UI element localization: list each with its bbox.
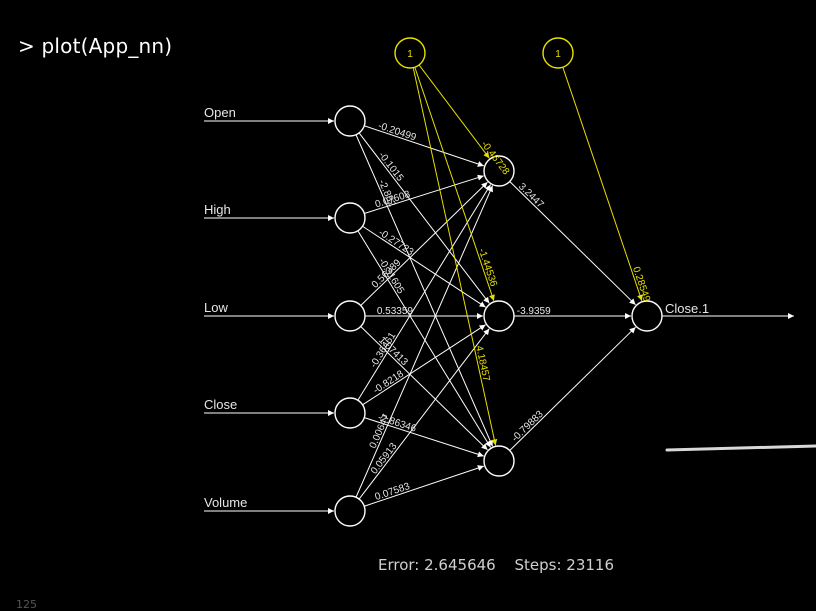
weight-edge — [357, 184, 492, 401]
bias-weight-label: 0.28549 — [630, 265, 652, 303]
output-label: Close.1 — [665, 301, 709, 316]
input-label-volume: Volume — [204, 495, 247, 510]
bias-node — [542, 37, 574, 69]
weight-label: -0.1015 — [376, 150, 406, 184]
weight-edge — [355, 185, 494, 498]
hidden-node — [483, 155, 515, 187]
weight-label: -0.20499 — [377, 121, 418, 144]
weight-edge — [357, 230, 492, 448]
input-node — [334, 397, 366, 429]
labels-layer: OpenHighLowCloseVolume-0.20499-0.1015-2.… — [204, 105, 709, 510]
weight-edge — [364, 417, 484, 458]
weight-edge — [360, 326, 488, 451]
weight-label: 0.53359 — [377, 306, 414, 317]
weight-label: 0.07583 — [374, 481, 412, 503]
bias-node-label: 1 — [555, 49, 561, 60]
input-label-open: Open — [204, 105, 236, 120]
bias-edge — [412, 67, 498, 446]
console-command-text: plot(App_nn) — [41, 34, 173, 58]
console-command: > plot(App_nn) — [18, 34, 172, 58]
weight-edge — [364, 125, 484, 167]
edges-layer — [204, 64, 794, 514]
input-node — [334, 300, 366, 332]
weight-edge — [364, 465, 484, 507]
training-summary: Error: 2.645646 Steps: 23116 — [378, 556, 628, 574]
hidden-node — [483, 445, 515, 477]
weight-edge — [362, 225, 486, 308]
hidden-node — [483, 300, 515, 332]
weight-edge — [509, 326, 636, 451]
weight-edge — [358, 132, 490, 304]
input-node — [334, 105, 366, 137]
weight-edge — [362, 324, 486, 406]
weight-edge — [509, 181, 636, 306]
weight-label: 3.2447 — [516, 181, 546, 211]
weight-label: -3.9359 — [517, 306, 551, 317]
error-value: Error: 2.645646 — [378, 556, 496, 574]
input-label-high: High — [204, 202, 231, 217]
bias-weight-label: -1.44536 — [476, 247, 499, 288]
weight-edge — [360, 181, 488, 306]
weight-edge — [364, 174, 484, 214]
weight-label: -0.79883 — [510, 409, 546, 445]
input-label-low: Low — [204, 300, 228, 315]
output-node — [631, 300, 663, 332]
pointer-stroke — [665, 444, 816, 452]
input-node — [334, 495, 366, 527]
corner-text: 125 — [16, 598, 37, 611]
bias-edge — [418, 64, 490, 159]
weight-edge — [355, 134, 494, 447]
weight-label: -0.27723 — [376, 227, 415, 258]
steps-value: Steps: 23116 — [514, 556, 614, 574]
bias-edge — [562, 67, 643, 302]
input-node — [334, 202, 366, 234]
bias-node-label: 1 — [407, 49, 413, 60]
input-label-close: Close — [204, 397, 237, 412]
weight-edge — [358, 328, 490, 500]
bias-node — [394, 37, 426, 69]
bias-weight-label: 4.18457 — [473, 345, 492, 383]
console-prompt: > — [18, 34, 35, 58]
bias-edge — [414, 67, 495, 302]
weight-label: -0.8218 — [371, 368, 406, 396]
